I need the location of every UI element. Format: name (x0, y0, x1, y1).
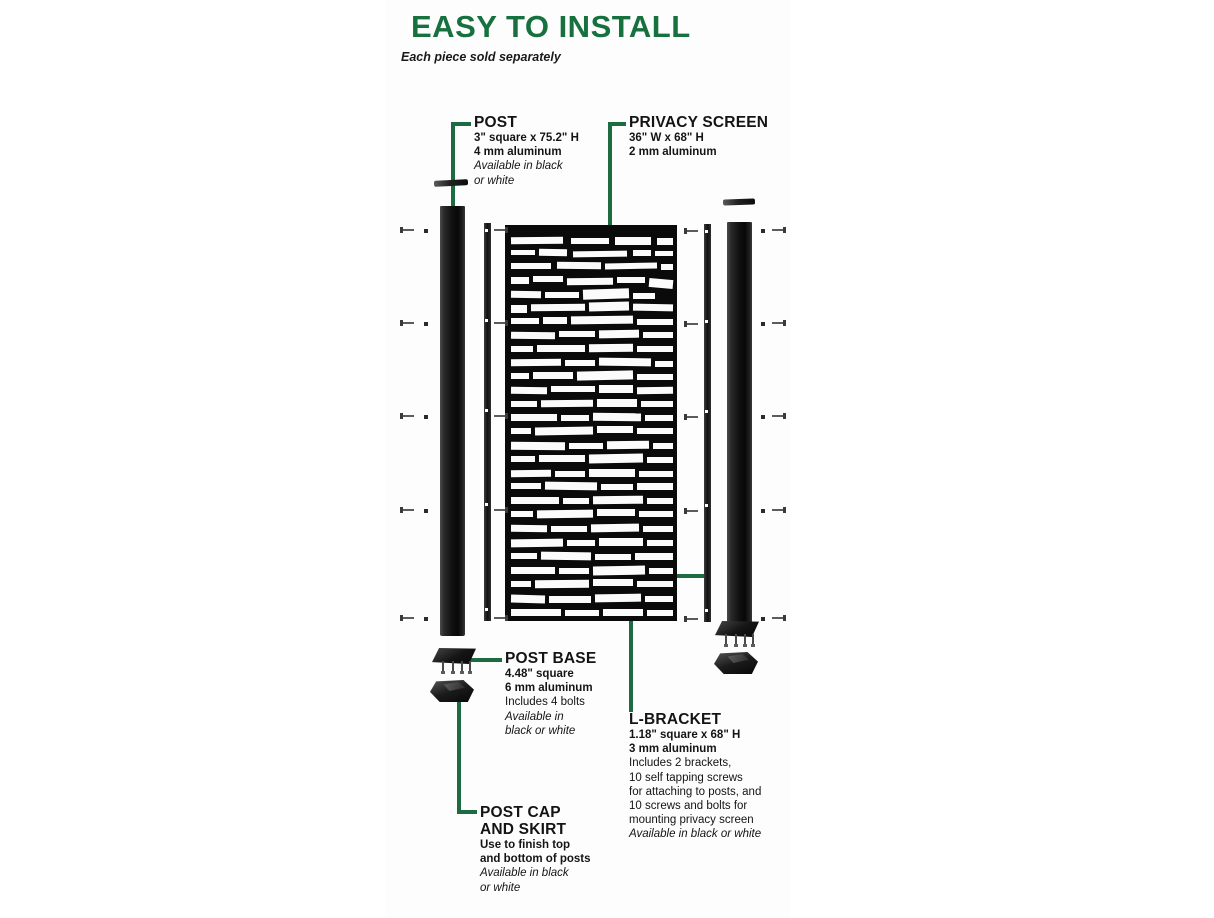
screw-marker (684, 321, 700, 328)
leader-line-screen-horizontal (608, 122, 626, 126)
screw-marker (494, 227, 510, 234)
l-bracket-right (704, 224, 711, 622)
screw-marker (772, 413, 788, 420)
callout-post-cap-line-4: or white (480, 881, 521, 894)
post-cap-skirt-left (430, 680, 476, 704)
bolt-dot (424, 322, 428, 326)
screw-marker (684, 616, 700, 623)
callout-l-bracket-line-2: 3 mm aluminum (629, 743, 717, 756)
leader-line-screen-vertical (608, 122, 612, 232)
bolt-dot (424, 509, 428, 513)
bolt-dot (761, 229, 765, 233)
privacy-screen-panel (505, 225, 677, 621)
screw-marker (684, 228, 700, 235)
bolt-dot (424, 617, 428, 621)
screw-marker (494, 320, 510, 327)
callout-privacy-screen-line-2: 2 mm aluminum (629, 146, 717, 159)
post-left (440, 206, 465, 636)
callout-post-base-line-2: 6 mm aluminum (505, 682, 593, 695)
screw-marker (400, 615, 416, 622)
leader-line-capskirt-vertical (457, 692, 461, 814)
post-cap-skirt-right (714, 652, 760, 676)
callout-l-bracket-line-8: Available in black or white (629, 828, 762, 841)
l-bracket-left (484, 223, 491, 621)
bolt-dot (761, 617, 765, 621)
callout-post-cap-line-3: Available in black (480, 867, 569, 880)
callout-l-bracket-line-1: 1.18" square x 68" H (629, 729, 741, 741)
screw-marker (494, 507, 510, 514)
leader-line-postbase-horizontal (460, 658, 502, 662)
callout-post-base-line-1: 4.48" square (505, 668, 574, 680)
bolt-dot (761, 415, 765, 419)
leader-line-post-vertical (451, 122, 455, 232)
leader-line-post-horizontal (451, 122, 471, 126)
callout-l-bracket-line-5: for attaching to posts, and (629, 785, 762, 798)
callout-post-heading: POST (474, 114, 518, 131)
callout-post-base-line-3: Includes 4 bolts (505, 696, 585, 709)
screw-marker (772, 320, 788, 327)
bolt-dot (761, 322, 765, 326)
screw-marker (684, 508, 700, 515)
screw-marker (400, 320, 416, 327)
page-title: EASY TO INSTALL (411, 9, 691, 44)
leader-line-lbracket-vertical (629, 574, 633, 712)
callout-post-cap-heading: POST CAP (480, 804, 561, 821)
callout-post-base-heading: POST BASE (505, 650, 597, 667)
callout-l-bracket-heading: L-BRACKET (629, 711, 722, 728)
callout-l-bracket-line-4: 10 self tapping screws (629, 771, 743, 784)
callout-l-bracket: L-BRACKET 1.18" square x 68" H 3 mm alum… (629, 711, 761, 842)
screw-marker (684, 414, 700, 421)
screw-marker (772, 227, 788, 234)
callout-l-bracket-line-3: Includes 2 brackets, (629, 757, 732, 770)
screw-marker (400, 413, 416, 420)
screw-marker (494, 413, 510, 420)
screw-marker (772, 615, 788, 622)
callout-privacy-screen: PRIVACY SCREEN 36" W x 68" H 2 mm alumin… (629, 114, 768, 159)
callout-post-line-4: or white (474, 174, 515, 187)
page-subtitle: Each piece sold separately (401, 50, 561, 64)
post-base-right (715, 621, 761, 649)
callout-post-line-3: Available in black (474, 160, 563, 173)
screw-marker (494, 615, 510, 622)
callout-l-bracket-line-6: 10 screws and bolts for (629, 800, 748, 813)
callout-post-cap-heading2: AND SKIRT (480, 821, 567, 838)
callout-privacy-screen-line-1: 36" W x 68" H (629, 132, 704, 144)
callout-post-cap-line-1: Use to finish top (480, 839, 571, 851)
post-cap-right (722, 198, 756, 206)
callout-l-bracket-line-7: mounting privacy screen (629, 814, 754, 827)
bolt-dot (424, 229, 428, 233)
callout-post-base: POST BASE 4.48" square 6 mm aluminum Inc… (505, 650, 596, 738)
callout-post-cap-line-2: and bottom of posts (480, 853, 591, 866)
screw-marker (400, 507, 416, 514)
screw-marker (400, 227, 416, 234)
callout-post-line-1: 3" square x 75.2" H (474, 132, 579, 144)
callout-post: POST 3" square x 75.2" H 4 mm aluminum A… (474, 114, 579, 188)
callout-privacy-screen-heading: PRIVACY SCREEN (629, 114, 769, 131)
leader-line-capskirt-horizontal (457, 810, 477, 814)
callout-post-cap-and-skirt: POST CAP AND SKIRT Use to finish top and… (480, 804, 591, 895)
post-right (727, 222, 752, 634)
bolt-dot (424, 415, 428, 419)
callout-post-line-2: 4 mm aluminum (474, 146, 562, 159)
bolt-dot (761, 509, 765, 513)
callout-post-base-line-5: black or white (505, 724, 576, 737)
callout-post-base-line-4: Available in (505, 710, 564, 723)
post-base-left (432, 648, 478, 676)
screw-marker (772, 507, 788, 514)
